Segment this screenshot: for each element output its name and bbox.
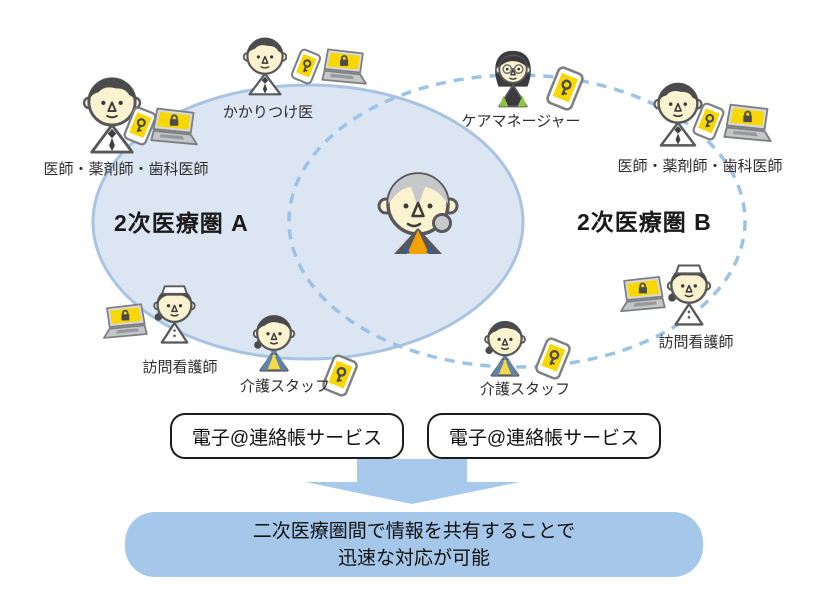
nurse-left-icon xyxy=(153,285,196,344)
laptop-icon xyxy=(103,303,148,339)
service-box-left: 電子@連絡帳サービス xyxy=(170,413,404,459)
conclusion-box: 二次医療圏間で情報を共有することで 迅速な対応が可能 xyxy=(125,512,703,577)
patient-icon xyxy=(377,172,459,254)
care-staff-right-icon xyxy=(483,320,527,377)
doctor-left-label: 医師・薬剤師・歯科医師 xyxy=(43,161,209,178)
doctor-right-label: 医師・薬剤師・歯科医師 xyxy=(617,158,783,175)
nurse-left-label: 訪問看護師 xyxy=(142,359,218,376)
care-staff-right-label: 介護スタッフ xyxy=(479,381,571,398)
region-b-label: 2次医療圏 B xyxy=(577,209,712,235)
conclusion-line2: 迅速な対応が可能 xyxy=(337,547,490,569)
laptop-icon xyxy=(723,103,772,143)
laptop-icon xyxy=(620,275,666,313)
region-a-ellipse xyxy=(91,83,525,361)
doctor-right-icon xyxy=(653,81,703,147)
family-doctor-icon xyxy=(243,36,287,96)
nurse-right-icon xyxy=(666,264,712,326)
laptop-icon xyxy=(150,107,198,146)
down-arrow-icon xyxy=(305,459,520,504)
nurse-right-label: 訪問看護師 xyxy=(658,334,734,351)
care-staff-left-icon xyxy=(252,314,296,372)
region-a-label: 2次医療圏 A xyxy=(114,210,249,236)
service-box-right-label: 電子@連絡帳サービス xyxy=(448,427,640,449)
family-doctor-label: かかりつけ医 xyxy=(222,104,314,121)
care-manager-label: ケアマネージャー xyxy=(461,113,581,130)
conclusion-line1: 二次医療圏間で情報を共有することで xyxy=(252,520,576,542)
care-staff-left-label: 介護スタッフ xyxy=(239,378,331,395)
service-box-right: 電子@連絡帳サービス xyxy=(427,413,661,459)
laptop-icon xyxy=(321,48,367,85)
care-manager-icon xyxy=(494,49,532,108)
service-box-left-label: 電子@連絡帳サービス xyxy=(191,427,383,449)
